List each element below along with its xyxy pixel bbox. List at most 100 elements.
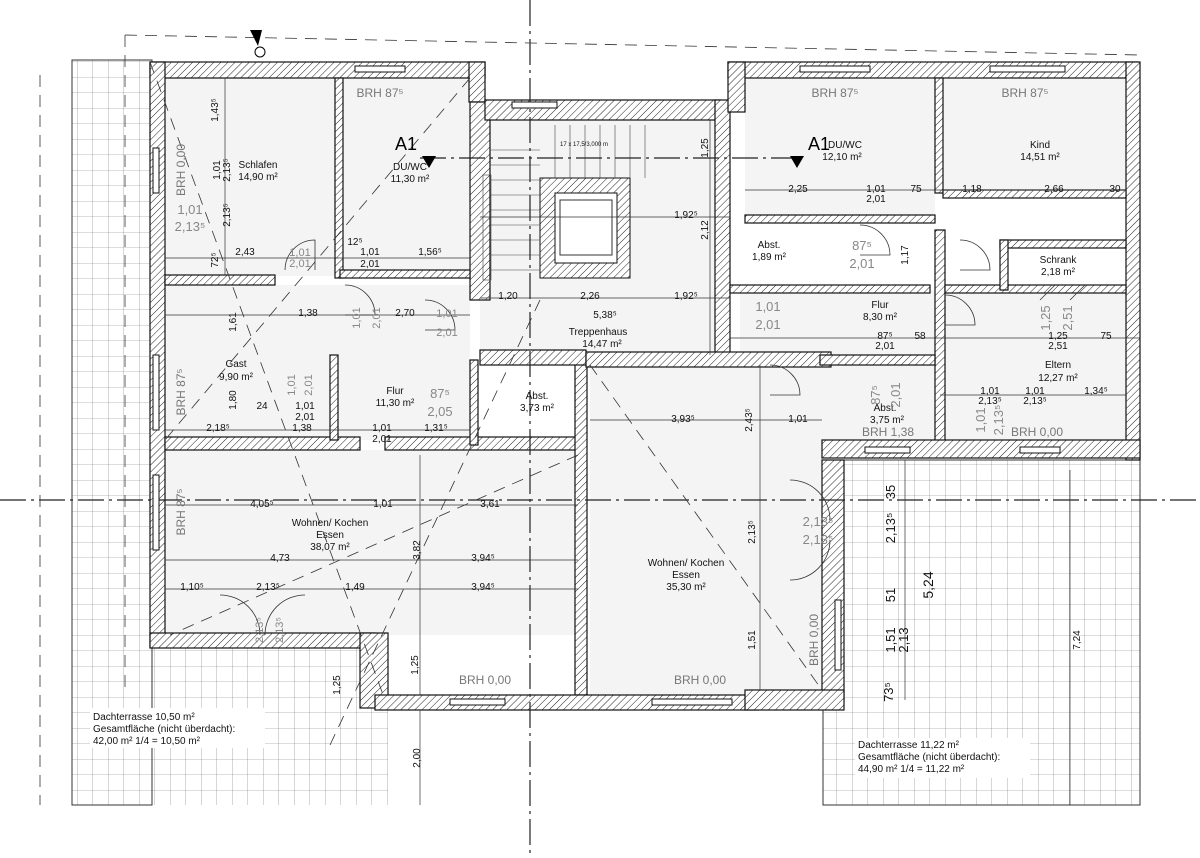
door-label: 2,01 (755, 317, 780, 332)
brh-label: BRH 0,00 (807, 614, 821, 666)
brh-label: BRH 87⁵ (812, 86, 859, 100)
door-label: 1,01 (755, 299, 780, 314)
room-name: Abst. (758, 240, 781, 251)
room-name: Schlafen (239, 160, 278, 171)
dim-label: 2,70 (395, 308, 415, 319)
door-label: 2,01 (371, 307, 383, 328)
dim-label: 12⁵ (347, 237, 362, 248)
dim-label: 72⁵ (210, 252, 221, 267)
terrace-note-line: Gesamtfläche (nicht überdacht): (93, 724, 235, 735)
room-area: 9,90 m² (219, 372, 254, 383)
door-label: 2,13⁵ (175, 219, 206, 234)
dim-label: 2,66 (1044, 184, 1064, 195)
dim-label: 87⁵ (877, 331, 892, 342)
room-area: 38,07 m² (310, 542, 350, 553)
brh-label: BRH 87⁵ (1002, 86, 1049, 100)
door-label: 2,13⁵ (803, 532, 834, 547)
dimension-labels: 2,43 1,56⁵ 1,01 2,01 12⁵ 1,38 2,70 2,18⁵… (180, 98, 1121, 768)
dim-label: 1,01 (295, 401, 315, 412)
door-label: 2,13⁵ (254, 617, 266, 643)
dim-label: 1,92⁵ (674, 291, 698, 302)
room-area: 14,90 m² (238, 172, 278, 183)
dim-label: 2,13⁵ (978, 396, 1002, 407)
brh-label: BRH 87⁵ (357, 86, 404, 100)
door-label: 2,13⁵ (803, 514, 834, 529)
dim-label: 1,01 (373, 499, 393, 510)
room-name: Abst. (874, 403, 897, 414)
dim-label: 1,01 (980, 386, 1000, 397)
door-size-labels: 1,01 2,13⁵ 1,01 2,01 1,01 2,01 1,01 2,01… (175, 202, 1075, 643)
room-name: Schrank (1040, 255, 1078, 266)
dim-label: 2,13⁵ (883, 513, 898, 544)
dim-label: 1,80 (228, 390, 239, 410)
dim-label: 2,12 (700, 220, 711, 240)
room-name: Eltern (1045, 360, 1071, 371)
door-label: 2,13⁵ (991, 405, 1006, 436)
brh-label: BRH 87⁵ (174, 368, 188, 415)
brh-label: BRH 0,00 (674, 673, 726, 687)
dim-label: 1,25 (332, 675, 343, 695)
room-name: Flur (871, 300, 889, 311)
dim-label: 1,18 (962, 184, 982, 195)
door-label: 87⁵ (430, 386, 450, 401)
room-name: Kind (1030, 140, 1050, 151)
door-label: 2,05 (427, 404, 452, 419)
door-label: 2,01 (289, 258, 310, 270)
windows (152, 65, 1066, 706)
dim-label: 2,00 (412, 748, 423, 768)
dim-label: 1,25 (1048, 331, 1068, 342)
dim-label: 2,01 (360, 259, 380, 270)
dim-label: 1,34⁵ (1084, 386, 1108, 397)
dim-label: 35 (883, 485, 898, 499)
door-label: 2,01 (888, 382, 903, 407)
dim-label: 1,01 (1025, 386, 1045, 397)
room-area: 12,27 m² (1038, 373, 1078, 384)
room-area: 11,30 m² (376, 398, 415, 409)
room-labels: Schlafen 14,90 m² DU/WC 11,30 m² DU/WC 1… (219, 140, 1078, 593)
dim-label: 1,25 (700, 138, 711, 158)
dim-label: 1,01 (372, 423, 392, 434)
door-label: 1,01 (351, 307, 363, 328)
door-label: 87⁵ (868, 385, 883, 405)
terrace-note-line: 44,90 m² 1/4 = 11,22 m² (858, 764, 965, 775)
dim-label: 1,61 (228, 312, 239, 332)
terrace-note-line: Dachterrasse 10,50 m² (93, 712, 195, 723)
door-label: 2,13⁵ (274, 617, 286, 643)
room-name: DU/WC (828, 140, 862, 151)
door-label: 1,01 (286, 374, 298, 395)
dim-label: 3,94⁵ (471, 553, 495, 564)
room-area: 3,75 m² (870, 415, 905, 426)
dim-label: 1,25 (410, 655, 421, 675)
brh-label: BRH 87⁵ (174, 488, 188, 535)
room-area: 14,47 m² (582, 339, 622, 350)
stair-label: 17 x 17,5/3,000 m (560, 142, 608, 148)
brh-labels: BRH 87⁵ BRH 87⁵ BRH 87⁵ BRH 0,00 BRH 0,0… (174, 86, 1063, 687)
door-label: 2,01 (303, 374, 315, 395)
dim-label: 3,94⁵ (471, 582, 495, 593)
dim-label: 2,43 (235, 247, 255, 258)
brh-label: BRH 0,00 (459, 673, 511, 687)
dim-label: 3,93⁵ (671, 414, 695, 425)
door-label: 2,51 (1060, 305, 1075, 330)
room-area: 8,30 m² (863, 312, 898, 323)
dim-label: 30 (1109, 184, 1121, 195)
dim-label: 1,38 (298, 308, 318, 319)
room-area: 12,10 m² (822, 152, 862, 163)
room-area: 11,30 m² (391, 174, 430, 185)
dim-label: 5,38⁵ (593, 310, 617, 321)
dim-label: 1,20 (498, 291, 518, 302)
door-label: 1,01 (973, 407, 988, 432)
room-name: Essen (316, 530, 344, 541)
terrace-note-line: Gesamtfläche (nicht überdacht): (858, 752, 1000, 763)
dim-label: 1,01 (788, 414, 808, 425)
door-label: 2,01 (436, 327, 457, 339)
dim-label: 2,13⁵ (747, 520, 758, 544)
dim-label: 2,01 (295, 412, 315, 423)
dim-label: 75 (1100, 331, 1112, 342)
stair-core (482, 125, 646, 281)
brh-label: BRH 1,38 (862, 425, 914, 439)
room-area: 3,73 m² (520, 403, 555, 414)
dim-label: 1,92⁵ (674, 210, 698, 221)
door-label: 87⁵ (852, 238, 872, 253)
